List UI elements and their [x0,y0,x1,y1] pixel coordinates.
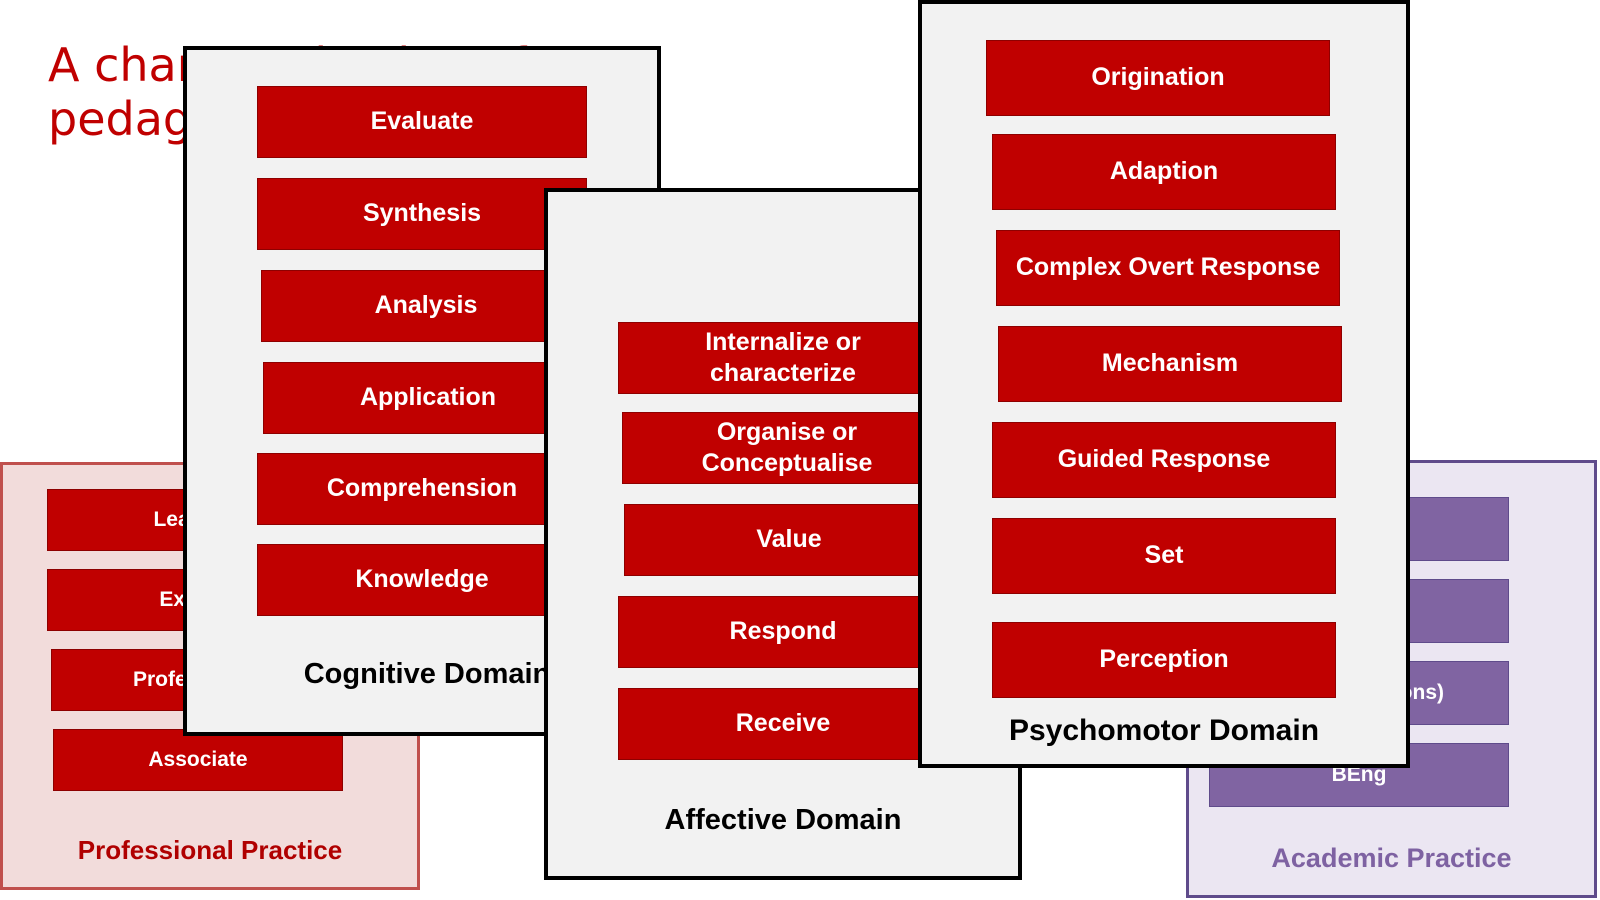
cognitive-item-synthesis: Synthesis [257,178,587,250]
cognitive-item-evaluate: Evaluate [257,86,587,158]
psychomotor-item-origination: Origination [986,40,1330,116]
affective-item-organise: Organise or Conceptualise [622,412,952,484]
professional-practice-label: Professional Practice [77,835,343,865]
professional-item-associate: Associate [53,729,343,791]
affective-item-value: Value [624,504,954,576]
affective-item-internalize: Internalize or characterize [618,322,948,394]
affective-domain-card: Internalize or characterize Organise or … [544,188,1022,880]
psychomotor-item-mechanism: Mechanism [998,326,1342,402]
psychomotor-item-perception: Perception [992,622,1336,698]
cognitive-item-knowledge: Knowledge [257,544,587,616]
academic-practice-label: Academic Practice [1271,843,1512,873]
affective-domain-label: Affective Domain [664,804,902,836]
cognitive-domain-label: Cognitive Domain [303,658,551,690]
cognitive-item-comprehension: Comprehension [257,453,587,525]
psychomotor-item-adaption: Adaption [992,134,1336,210]
psychomotor-domain-label: Psychomotor Domain [1008,714,1320,747]
psychomotor-item-set: Set [992,518,1336,594]
cognitive-item-analysis: Analysis [261,270,591,342]
psychomotor-item-guided-response: Guided Response [992,422,1336,498]
affective-item-receive: Receive [618,688,948,760]
cognitive-item-application: Application [263,362,593,434]
affective-item-respond: Respond [618,596,948,668]
psychomotor-item-complex-overt-response: Complex Overt Response [996,230,1340,306]
psychomotor-domain-card: Origination Adaption Complex Overt Respo… [918,0,1410,768]
